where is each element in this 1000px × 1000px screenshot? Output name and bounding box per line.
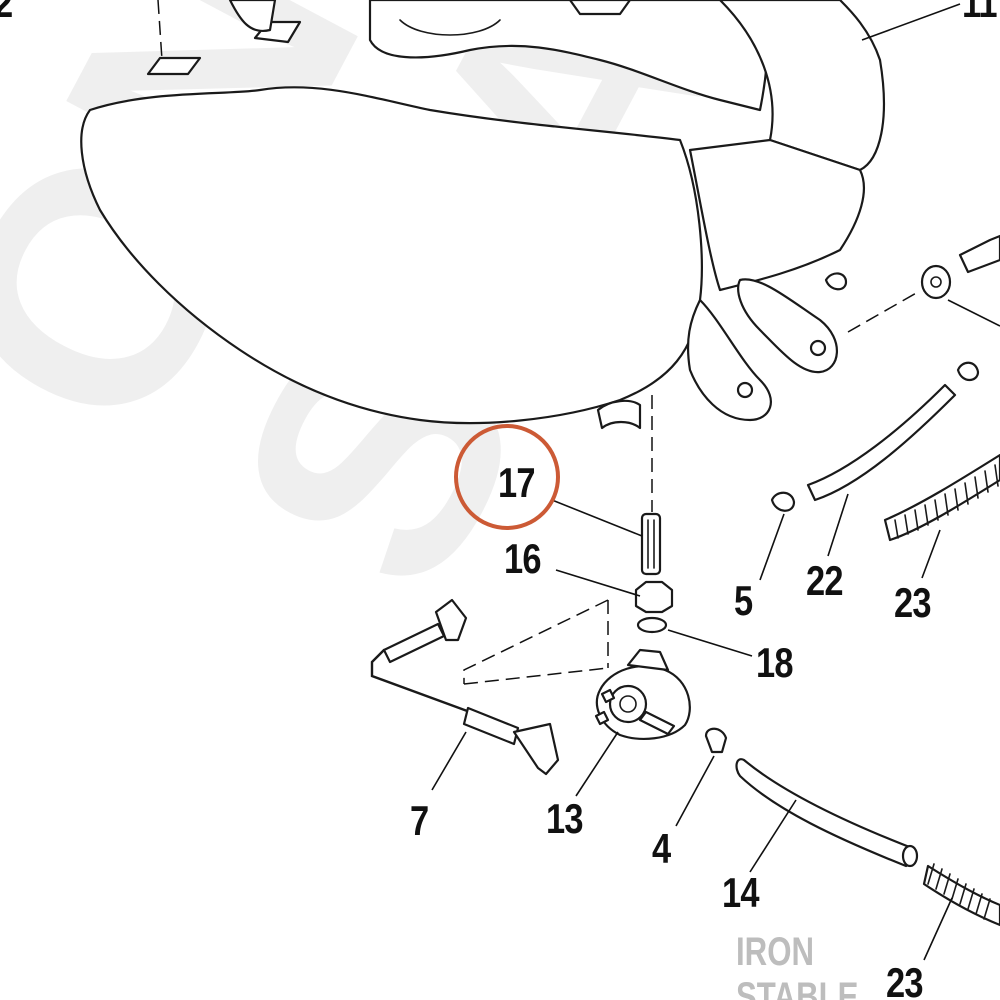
clamp-top xyxy=(956,361,980,382)
leader-bolt xyxy=(947,299,1000,327)
tank-top-fragment xyxy=(228,0,277,33)
clamp-4 xyxy=(704,727,728,754)
leader-22 xyxy=(827,493,849,557)
vent-hose xyxy=(806,383,957,502)
brand-watermark: IRON STABLE xyxy=(736,930,859,1000)
hex-nut xyxy=(634,580,674,614)
mount-bolt xyxy=(958,234,1000,274)
leader-4 xyxy=(675,755,715,827)
leader-14 xyxy=(749,799,797,873)
tank-right-panel xyxy=(688,138,865,292)
o-ring xyxy=(636,616,668,634)
fuel-hose-end xyxy=(901,844,919,868)
callout-4: 4 xyxy=(652,825,671,872)
spring-top xyxy=(883,453,1000,542)
bracket-front-hole xyxy=(736,381,754,399)
tank-outlet-stub xyxy=(596,399,642,430)
leader-13 xyxy=(575,731,619,797)
callout-5: 5 xyxy=(734,577,753,624)
clamp-5 xyxy=(770,491,796,512)
leader-5 xyxy=(759,513,785,581)
cap-tab xyxy=(568,0,632,16)
callout-23-top: 23 xyxy=(894,579,931,626)
leader-11 xyxy=(861,3,961,41)
tank-knob xyxy=(824,272,848,291)
mount-washer xyxy=(920,264,952,300)
leader-17 xyxy=(551,499,643,537)
fuel-hose xyxy=(735,758,914,868)
leader-23-bottom xyxy=(923,897,953,961)
mount-tab-left xyxy=(146,56,202,76)
mount-washer-hole xyxy=(930,276,942,288)
bracket-rear xyxy=(737,278,838,374)
tank-upper xyxy=(368,0,769,112)
cable-axis xyxy=(463,599,609,685)
petcock-valve xyxy=(594,648,691,740)
bracket-rear-hole xyxy=(809,339,827,357)
callout-23-bottom: 23 xyxy=(886,959,923,1000)
tank-rear-side xyxy=(718,0,886,172)
callout-11: 11 xyxy=(962,0,998,26)
filter-screen xyxy=(640,512,662,576)
control-cable xyxy=(370,598,560,776)
callout-14: 14 xyxy=(722,869,759,916)
filler-neck xyxy=(399,19,501,36)
spring-bottom xyxy=(922,863,1000,927)
callout-7: 7 xyxy=(410,797,429,844)
leader-7 xyxy=(431,731,467,791)
highlight-ring xyxy=(454,424,560,530)
leader-23-top xyxy=(921,529,941,579)
bolt-axis xyxy=(847,291,919,333)
callout-18: 18 xyxy=(756,639,793,686)
leader-16 xyxy=(555,569,641,597)
callout-16: 16 xyxy=(504,535,541,582)
callout-22: 22 xyxy=(806,557,843,604)
leader-18 xyxy=(667,629,753,657)
callout-13: 13 xyxy=(546,795,583,842)
callout-2: 2 xyxy=(0,0,13,24)
callout-17: 17 xyxy=(498,459,535,506)
fuel-tank-main xyxy=(80,86,703,425)
leader-2 xyxy=(157,0,163,61)
